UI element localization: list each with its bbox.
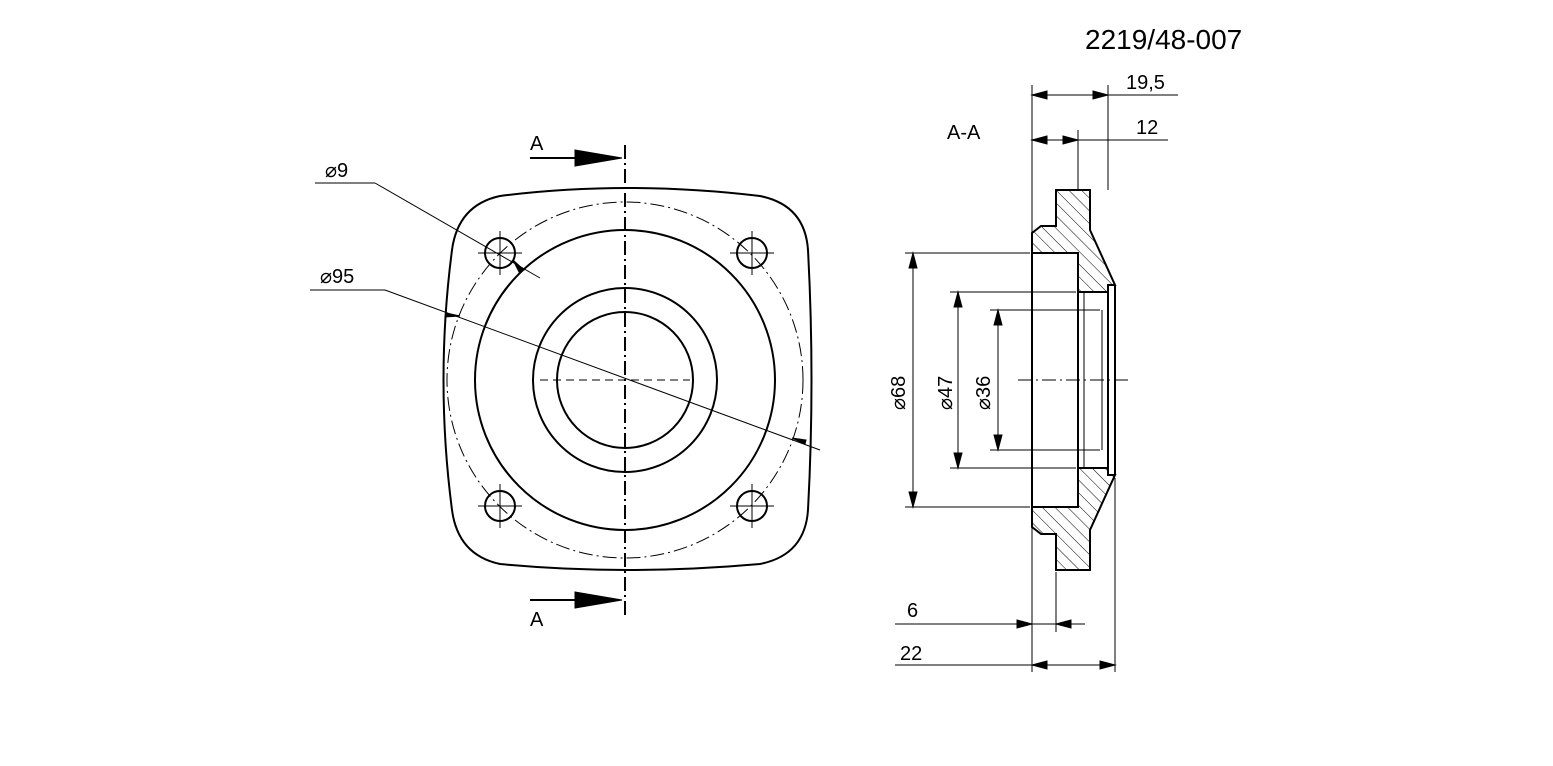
section-view: A-A ⌀68 ⌀47 <box>888 72 1178 672</box>
diameter-36-dimension: ⌀36 <box>973 308 1100 452</box>
section-marker-bottom-label: A <box>530 609 544 631</box>
flange-6-label: 6 <box>907 600 918 622</box>
length-12-dimension: 12 <box>1030 117 1168 145</box>
diameter-47-label: ⌀47 <box>935 376 957 410</box>
section-body-lower <box>1031 467 1117 571</box>
section-marker-top: A <box>530 133 623 167</box>
bolt-circle <box>446 201 804 559</box>
diameter-68-label: ⌀68 <box>888 376 910 410</box>
bolt-hole-bottom-left <box>478 484 522 528</box>
length-12-label: 12 <box>1136 117 1158 139</box>
diameter-36-label: ⌀36 <box>973 376 995 410</box>
bolt-circle-label: ⌀95 <box>320 266 354 288</box>
bolt-hole-top-right <box>730 231 774 275</box>
inner-ring-circle <box>532 287 718 473</box>
bolt-circle-dimension: ⌀95 <box>310 266 821 451</box>
section-marker-top-label: A <box>530 133 544 155</box>
part-number: 2219/48-007 <box>1085 24 1242 55</box>
section-body-upper <box>1031 189 1117 293</box>
length-19-5-dimension: 19,5 <box>1030 72 1178 100</box>
hole-diameter-dimension: ⌀9 <box>315 160 541 279</box>
hole-diameter-label: ⌀9 <box>325 160 348 182</box>
flange-outline <box>442 187 813 571</box>
diameter-47-dimension: ⌀47 <box>935 290 1076 470</box>
total-22-label: 22 <box>900 643 922 665</box>
front-view: A A ⌀9 ⌀95 <box>310 133 821 631</box>
bolt-hole-bottom-right <box>730 484 774 528</box>
bolt-hole-top-left <box>478 231 522 275</box>
section-marker-bottom: A <box>530 591 623 631</box>
total-22-dimension: 22 <box>895 643 1117 670</box>
flange-6-dimension: 6 <box>895 600 1085 629</box>
diameter-68-dimension: ⌀68 <box>888 251 1030 509</box>
length-19-5-label: 19,5 <box>1126 72 1165 94</box>
section-title: A-A <box>947 122 981 144</box>
